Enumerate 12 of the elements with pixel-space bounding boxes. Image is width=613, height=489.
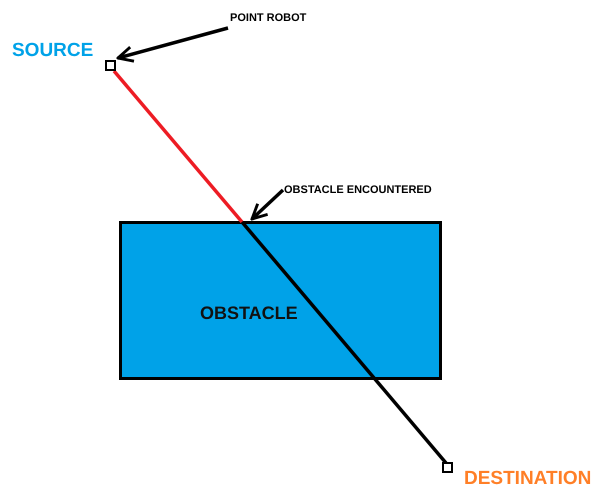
- point-label: DESTINATION: [464, 467, 592, 489]
- arrow: [116, 26, 228, 63]
- point-marker: [105, 60, 116, 71]
- arrow: [250, 188, 284, 220]
- path-line: [240, 220, 448, 464]
- annotation-text: POINT ROBOT: [230, 10, 306, 26]
- point-label: SOURCE: [12, 39, 94, 63]
- obstacle-box: [119, 221, 442, 380]
- path-line: [112, 70, 244, 224]
- obstacle-label: OBSTACLE: [200, 302, 298, 325]
- annotation-text: OBSTACLE ENCOUNTERED: [284, 182, 432, 198]
- point-marker: [442, 462, 453, 473]
